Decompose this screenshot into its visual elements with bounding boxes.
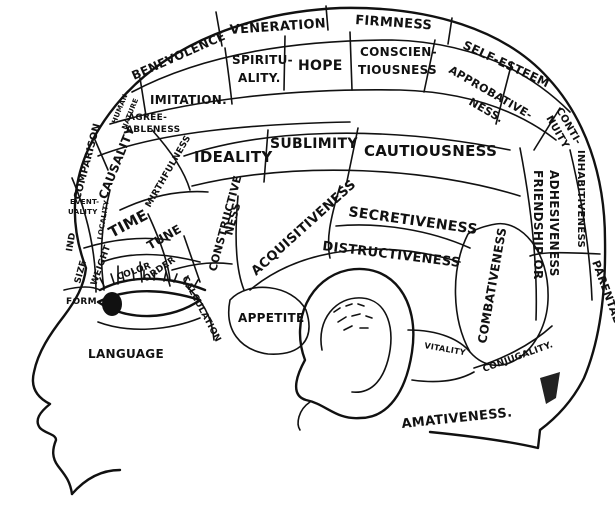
label-time: TIME <box>105 206 151 242</box>
label-amativeness: AMATIVENESS. <box>401 405 513 432</box>
label-tune: TUNE <box>145 222 184 253</box>
label-individuality: IND <box>65 232 78 253</box>
label-eventuality-1: EVENT- <box>70 198 99 206</box>
label-eventuality-2: UALITY <box>68 208 98 216</box>
label-mirthfulness: MIRTHFULNESS <box>144 134 193 210</box>
label-imitation: IMITATION. <box>150 93 227 107</box>
label-friendship-1: FRIENDSHIP OR <box>531 170 545 280</box>
label-distructiveness: DISTRUCTIVENESS <box>322 239 462 271</box>
label-spirituality-1: SPIRITU- <box>232 53 293 67</box>
label-conscientiousness-2: TIOUSNESS <box>358 63 437 77</box>
ear <box>294 267 415 431</box>
label-language: LANGUAGE <box>88 347 164 361</box>
region-labels: VENERATION FIRMNESS BENEVOLENCE SPIRITU-… <box>65 13 615 432</box>
label-hope: HOPE <box>298 58 343 74</box>
label-ideality: IDEALITY <box>194 148 273 166</box>
label-spirituality-2: ALITY. <box>238 71 281 85</box>
region-dividers <box>63 5 601 383</box>
label-combativeness: COMBATIVENESS <box>475 226 509 344</box>
label-veneration: VENERATION <box>229 16 326 38</box>
label-acquisitiveness: ACQUISITIVENESS <box>249 177 360 279</box>
neck-curve <box>70 468 122 496</box>
label-sublimity: SUBLIMITY <box>270 136 358 152</box>
label-causality: CAUSALITY <box>96 124 138 201</box>
dark-corner <box>540 372 560 404</box>
head-outline <box>31 6 607 496</box>
label-conscientiousness-1: CONSCIEN- <box>360 45 437 59</box>
label-friendship-2: ADHESIVENESS <box>547 170 561 277</box>
label-form: FORM <box>66 297 97 307</box>
label-cautiousness: CAUTIOUSNESS <box>364 142 497 160</box>
label-agreeableness-1: AGREE- <box>128 113 167 123</box>
label-firmness: FIRMNESS <box>355 13 433 33</box>
label-size: SIZE <box>73 259 89 284</box>
label-inhabitiveness: INHABITIVENESS <box>575 150 586 248</box>
label-agreeableness-2: ABLENESS <box>126 125 180 135</box>
label-benevolence: BENEVOLENCE <box>130 29 228 83</box>
label-appetite: APPETITE <box>238 311 305 325</box>
label-secretiveness: SECRETIVENESS <box>347 204 478 238</box>
label-conjugality: CONJUGALITY. <box>482 340 555 375</box>
